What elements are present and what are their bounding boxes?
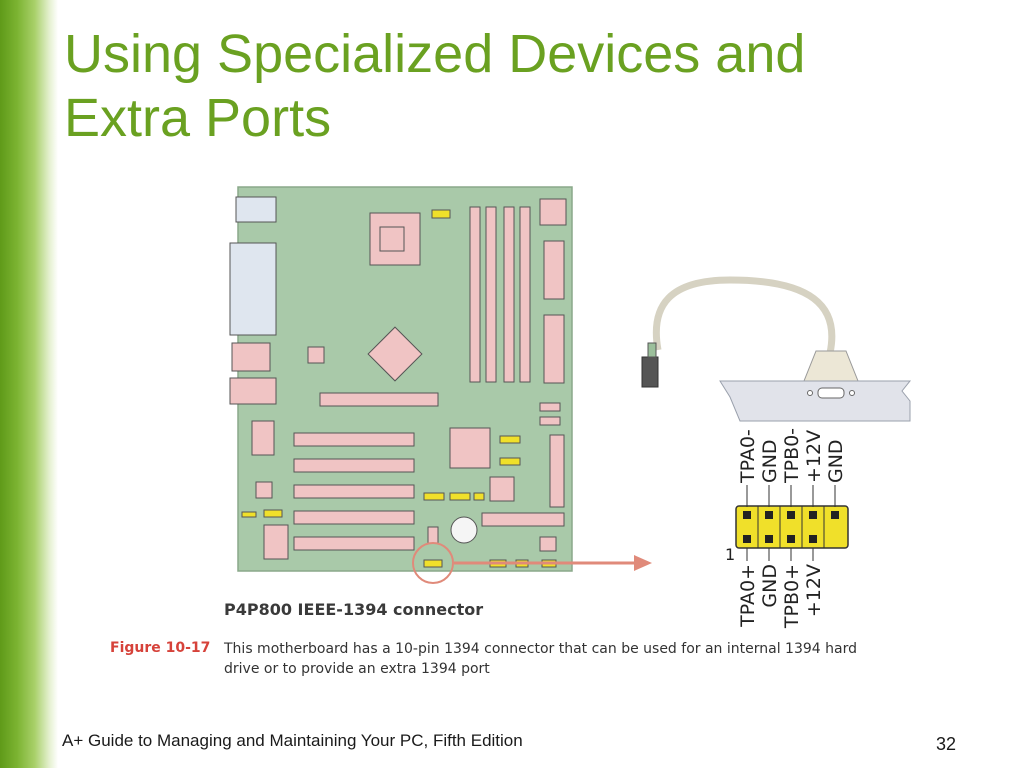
header-row-3 xyxy=(473,492,485,501)
figure-caption-line-2: drive or to provide an extra 1394 port xyxy=(224,661,490,677)
pci-slot-5 xyxy=(293,536,415,551)
header-row-2 xyxy=(449,492,471,501)
chip-left-1 xyxy=(251,420,275,456)
chip-right-mid xyxy=(489,476,515,502)
pin-bottom-4 xyxy=(809,535,817,543)
bracket-port xyxy=(817,387,845,399)
slide-title-line-1: Using Specialized Devices and xyxy=(64,24,806,84)
small-chip-top xyxy=(431,209,451,219)
pci-slot-3 xyxy=(293,484,415,499)
small-header-b xyxy=(539,416,561,426)
pin-top-4 xyxy=(809,511,817,519)
io-port-lan xyxy=(229,377,277,405)
sata-connector xyxy=(481,512,565,527)
header-usb-2 xyxy=(499,457,521,466)
pin-header-1394 xyxy=(735,505,849,549)
bracket-mount xyxy=(803,350,859,382)
pin-top-1 xyxy=(743,511,751,519)
bracket-screw-right xyxy=(849,390,855,396)
ide-connector-1 xyxy=(543,240,565,300)
pin-top-2 xyxy=(765,511,773,519)
figure-caption: This motherboard has a 10-pin 1394 conne… xyxy=(224,639,924,679)
slide-title: Using Specialized Devices and Extra Port… xyxy=(64,22,994,150)
pin-label-bottom-4: +12V xyxy=(803,564,825,617)
figure-label: Figure 10-17 xyxy=(110,640,211,656)
header-usb-1 xyxy=(499,435,521,444)
atx-power xyxy=(539,198,567,226)
agp-slot xyxy=(319,392,439,407)
cable-plug-collar xyxy=(647,342,657,358)
pci-slot-1 xyxy=(293,432,415,447)
pin-label-top-1: TPA0- xyxy=(737,429,759,484)
highlight-circle xyxy=(412,542,454,584)
header-row-1 xyxy=(423,492,445,501)
io-port-audio xyxy=(231,342,271,372)
cpu-socket-inner xyxy=(379,226,405,252)
header-left-1 xyxy=(241,511,257,518)
southbridge-chip xyxy=(449,427,491,469)
page-number: 32 xyxy=(936,734,957,754)
expansion-bracket xyxy=(719,380,912,422)
pin-label-top-2: GND xyxy=(759,439,781,483)
slide-footer: A+ Guide to Managing and Maintaining You… xyxy=(62,731,523,750)
floppy-connector xyxy=(549,434,565,508)
pin-label-bottom-2: GND xyxy=(759,564,781,608)
chip-left-2 xyxy=(255,481,273,499)
pin-top-5 xyxy=(831,511,839,519)
pin-bottom-1 xyxy=(743,535,751,543)
pin-label-bottom-1: TPA0+ xyxy=(737,564,759,628)
chip-small-right xyxy=(539,536,557,552)
northbridge-chip xyxy=(367,326,423,382)
memory-slot-2 xyxy=(485,206,497,383)
slide-title-line-2: Extra Ports xyxy=(64,88,332,148)
pin-bottom-3 xyxy=(787,535,795,543)
left-gradient-bar xyxy=(0,0,58,768)
pin-top-3 xyxy=(787,511,795,519)
pci-slot-2 xyxy=(293,458,415,473)
memory-slot-4 xyxy=(519,206,531,383)
motherboard-figure: TPA0- GND TPB0- +12V GND TPA0+ GND TPB0+… xyxy=(229,186,912,629)
pci-slot-4 xyxy=(293,510,415,525)
bracket-screw-left xyxy=(807,390,813,396)
cmos-battery xyxy=(450,516,478,544)
io-port-top xyxy=(235,196,277,223)
cable-plug xyxy=(641,356,659,388)
pin-bottom-2 xyxy=(765,535,773,543)
figure-caption-line-1: This motherboard has a 10-pin 1394 conne… xyxy=(224,641,857,657)
pin-label-bottom-3: TPB0+ xyxy=(781,564,803,629)
chip-small-mid xyxy=(427,526,439,544)
pin-one-marker: 1 xyxy=(725,545,735,564)
pin-label-top-3: TPB0- xyxy=(781,428,803,484)
small-chip-left xyxy=(307,346,325,364)
header-left-2 xyxy=(263,509,283,518)
ide-connector-2 xyxy=(543,314,565,384)
pointer-arrow-head xyxy=(634,555,652,571)
chip-left-3 xyxy=(263,524,289,560)
pin-label-top-5: GND xyxy=(825,439,847,483)
small-header-a xyxy=(539,402,561,412)
memory-slot-3 xyxy=(503,206,515,383)
header-bottom-ieee1394 xyxy=(423,559,443,568)
board-caption: P4P800 IEEE-1394 connector xyxy=(224,600,484,619)
firewire-cable xyxy=(652,276,836,354)
io-port-stack xyxy=(229,242,277,336)
pin-label-top-4: +12V xyxy=(803,430,825,483)
memory-slot-1 xyxy=(469,206,481,383)
